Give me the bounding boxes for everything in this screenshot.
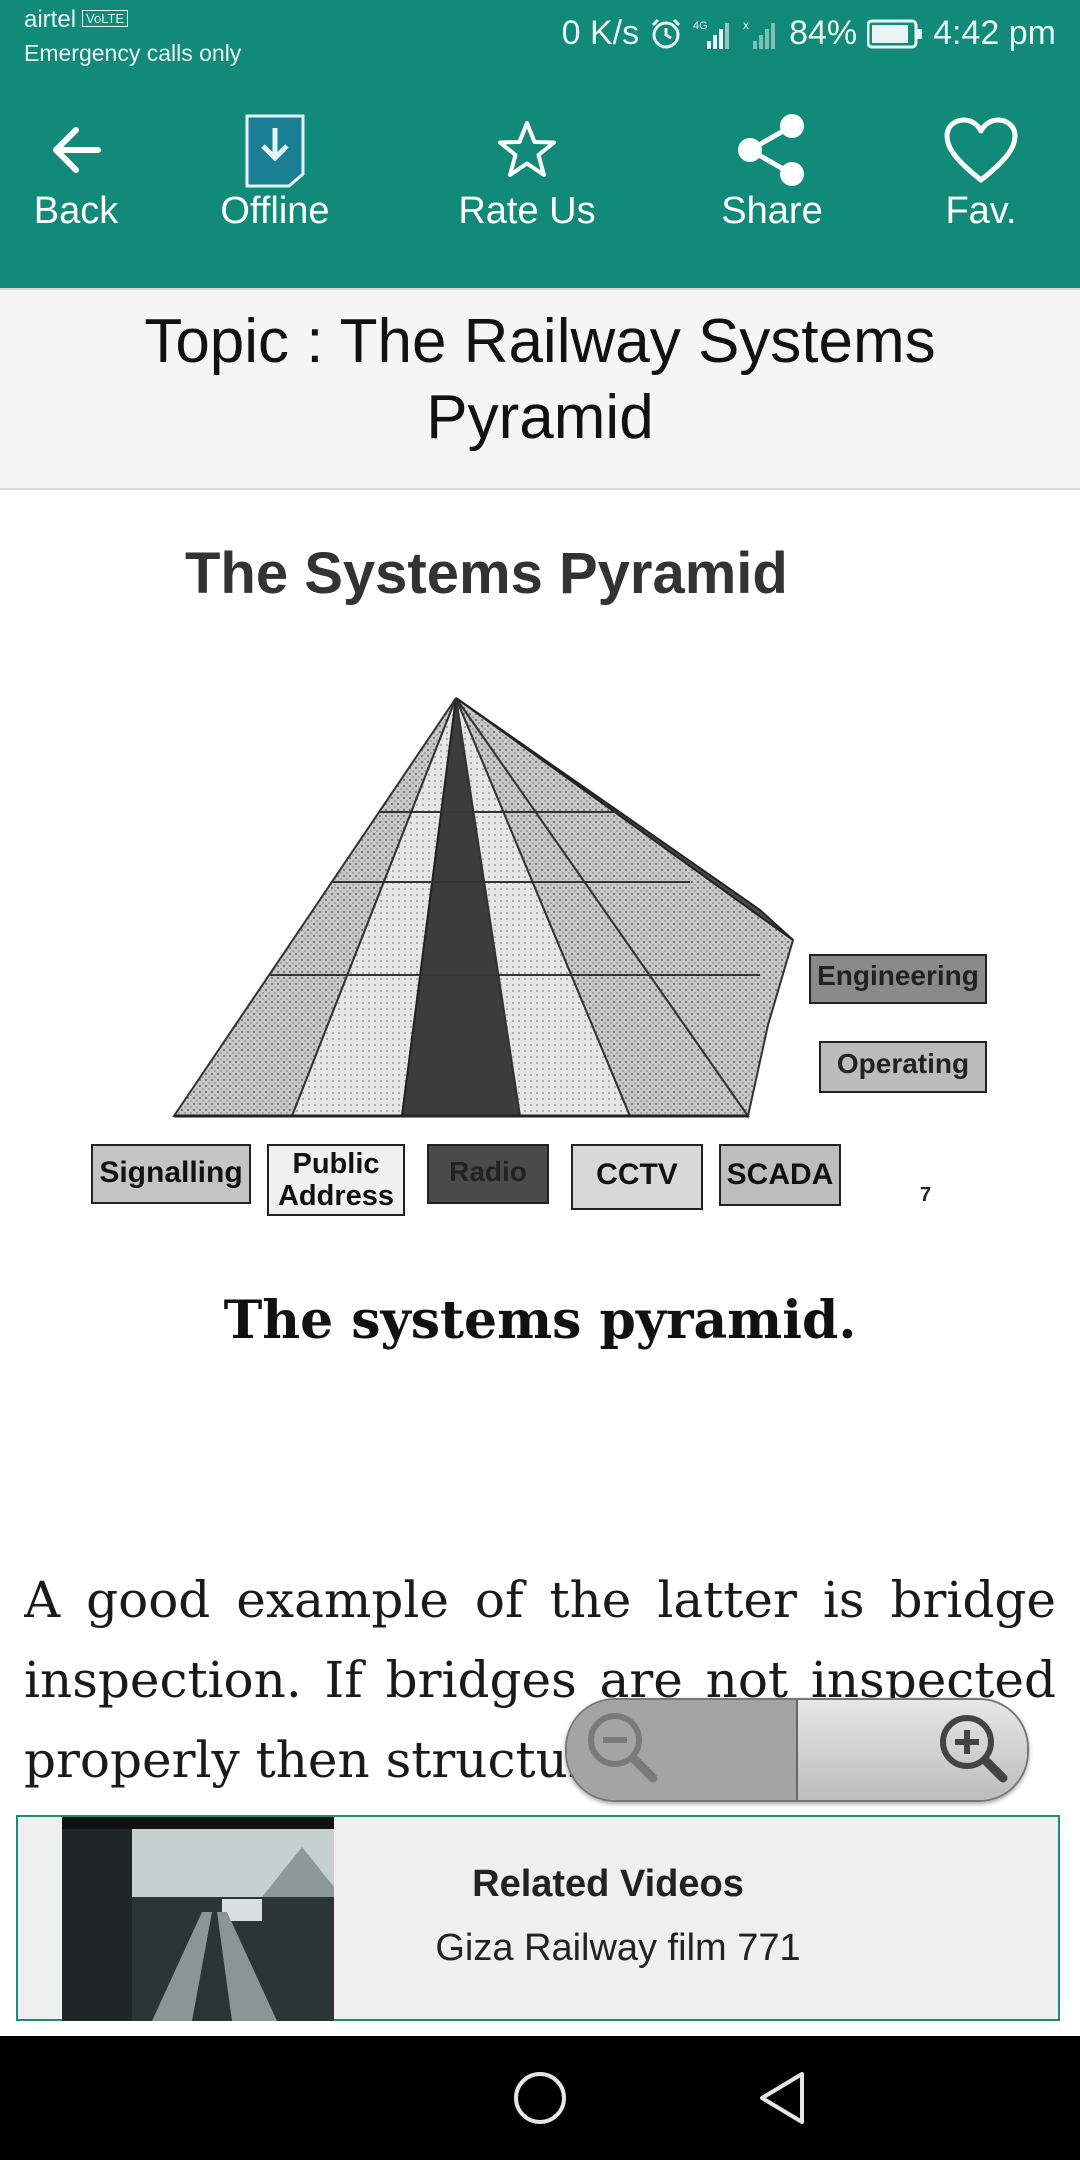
scada-label: SCADA [726,1158,834,1191]
emergency-text: Emergency calls only [24,40,242,66]
share-button[interactable]: Share [682,110,862,233]
zoom-in-icon [931,1708,1011,1793]
status-bar: airtel VoLTE Emergency calls only 0 K/s 4… [0,0,1080,72]
volte-badge: VoLTE [82,10,129,27]
battery-icon [867,19,923,49]
public-address-label: Public Address [277,1148,395,1212]
share-label: Share [721,190,823,232]
video-thumbnail [62,1817,334,2021]
battery-percent: 84% [789,14,858,52]
favourite-button[interactable]: Fav. [891,110,1071,233]
topic-title: Topic : The Railway Systems Pyramid [144,307,936,452]
cctv-label: CCTV [596,1158,678,1191]
related-video-title: Giza Railway film 771 [435,1927,801,1969]
pyramid-diagram [91,697,987,1216]
alarm-icon [649,17,683,51]
related-video-card[interactable]: Related Videos Giza Railway film 771 [16,1815,1060,2021]
back-nav-button[interactable] [752,2068,812,2133]
heart-icon [891,110,1071,190]
zoom-out-button[interactable] [567,1700,798,1800]
zoom-control [565,1698,1029,1802]
svg-text:x: x [743,18,749,32]
engineering-label: Engineering [817,960,979,991]
systems-pyramid-figure: The Systems Pyramid E [0,520,1080,1220]
back-button[interactable]: Back [0,110,166,233]
favourite-label: Fav. [945,190,1017,232]
radio-label: Radio [449,1156,527,1187]
signalling-label: Signalling [99,1156,243,1189]
offline-label: Offline [220,190,330,232]
zoom-in-button[interactable] [798,1700,1027,1800]
article-body: A good example of the latter is bridge i… [24,1571,1056,1789]
triangle-back-icon [752,2072,812,2132]
home-button[interactable] [510,2068,570,2133]
navigation-bar [0,2036,1080,2160]
carrier-label: airtel [24,6,77,33]
figure-caption: The systems pyramid. [223,1290,857,1351]
back-label: Back [33,190,119,232]
status-right: 0 K/s 4G x 84% 4:42 pm [562,14,1056,53]
related-videos-heading: Related Videos [472,1863,744,1905]
zoom-out-icon [583,1708,663,1793]
star-icon [437,110,617,190]
signal-none-icon: x [743,17,779,51]
rate-us-label: Rate Us [458,190,596,232]
toolbar: Back Offline Rate Us Share Fav. [0,72,1080,288]
offline-button[interactable]: Offline [185,110,365,233]
page-mark: 7 [920,1184,932,1206]
signal-4g-icon: 4G [693,17,733,51]
network-speed: 0 K/s [561,14,640,52]
share-icon [682,110,862,190]
back-arrow-icon [0,110,166,190]
clock: 4:42 pm [933,14,1056,52]
figure-title: The Systems Pyramid [185,541,788,606]
carrier-name: airtel VoLTE [24,6,129,34]
download-document-icon [185,110,365,190]
circle-icon [510,2072,570,2132]
topic-header: Topic : The Railway Systems Pyramid [0,288,1080,490]
operating-label: Operating [836,1048,970,1079]
svg-text:4G: 4G [693,20,708,32]
rate-us-button[interactable]: Rate Us [437,110,617,233]
